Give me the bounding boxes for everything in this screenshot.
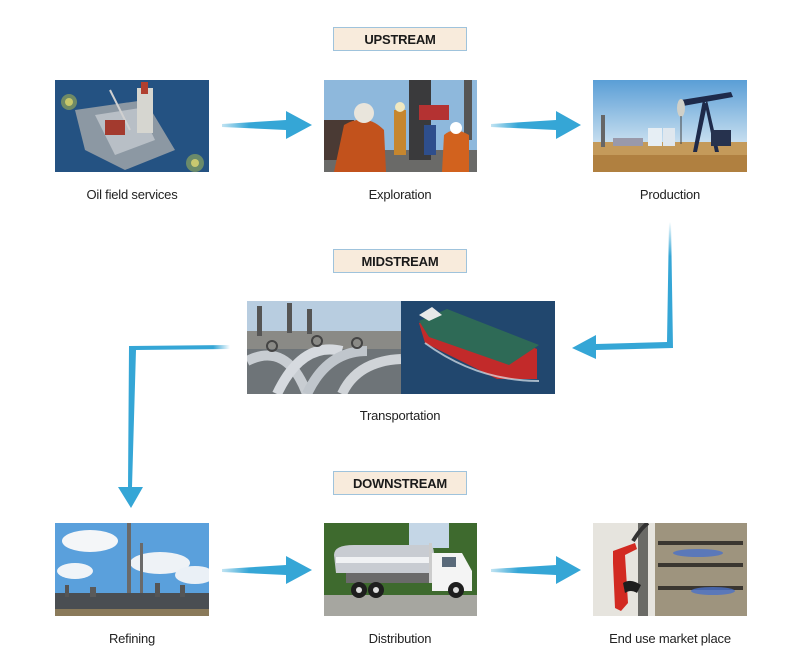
midstream-badge: MIDSTREAM (333, 249, 467, 273)
production-image (593, 80, 747, 172)
oil-field-services-image (55, 80, 209, 172)
transportation-image (247, 301, 555, 394)
step-label-end-use-market-place: End use market place (609, 631, 731, 646)
step-label-oil-field-services: Oil field services (86, 187, 178, 202)
end-use-market-place-image (593, 523, 747, 616)
arrow-elbow-down-icon (118, 345, 230, 508)
upstream-badge: UPSTREAM (333, 27, 467, 51)
step-label-distribution: Distribution (368, 631, 432, 646)
step-label-exploration: Exploration (368, 187, 432, 202)
arrow-right-icon (491, 556, 581, 584)
arrow-right-icon (222, 556, 312, 584)
distribution-image (324, 523, 477, 616)
step-label-transportation: Transportation (359, 408, 441, 423)
exploration-image (324, 80, 477, 172)
refining-image (55, 523, 209, 616)
step-label-refining: Refining (108, 631, 156, 646)
arrow-right-icon (491, 111, 581, 139)
step-label-production: Production (639, 187, 701, 202)
downstream-badge: DOWNSTREAM (333, 471, 467, 495)
arrow-elbow-left-icon (572, 222, 673, 359)
arrow-right-icon (222, 111, 312, 139)
